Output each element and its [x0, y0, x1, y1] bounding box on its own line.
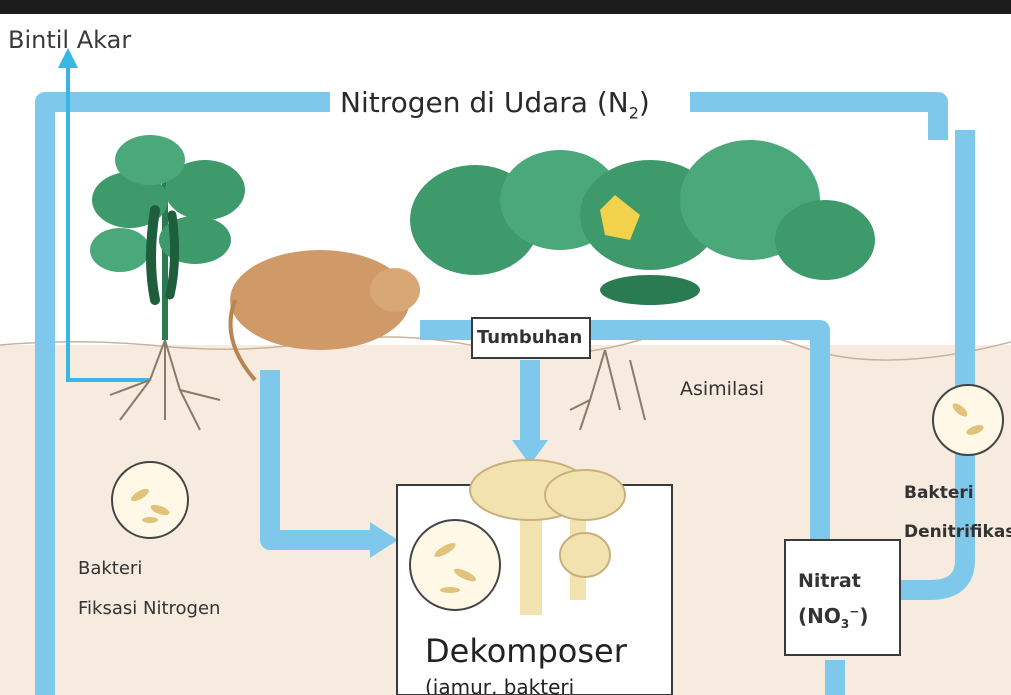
label-nitrat-formula: (NO3−)	[798, 604, 868, 631]
label-nitrogen-udara: Nitrogen di Udara (N2)	[340, 86, 650, 123]
label-tumbuhan: Tumbuhan	[477, 327, 582, 348]
bacteria-circle-icon-denitrifikasi	[933, 385, 1003, 455]
nitrat-box	[785, 540, 900, 655]
label-bakteri-fiksasi-2: Fiksasi Nitrogen	[78, 598, 220, 619]
label-dekomposer: Dekomposer	[425, 632, 627, 670]
label-bakteri-denit-2: Denitrifikasi	[904, 522, 1011, 542]
nitrat-sub: 3	[841, 617, 849, 631]
nitrat-open: (NO	[798, 604, 841, 628]
bacteria-circle-icon-fiksasi	[112, 462, 188, 538]
flow-top-right	[690, 102, 938, 140]
bacteria-circle-icon-dekomposer	[410, 520, 500, 610]
nitrat-close: )	[859, 604, 868, 628]
label-asimilasi: Asimilasi	[680, 378, 764, 400]
pepper-plant-icon	[90, 135, 245, 340]
nitrogen-title: Nitrogen di Udara (N	[340, 86, 629, 119]
label-bakteri-denit-1: Bakteri	[904, 483, 974, 503]
label-bintil-akar: Bintil Akar	[8, 26, 131, 54]
label-bakteri-fiksasi-1: Bakteri	[78, 558, 142, 579]
label-nitrat: Nitrat	[798, 570, 861, 592]
nitrat-sup: −	[849, 604, 859, 618]
label-dekomposer-sub: (jamur, bakteri	[425, 675, 574, 695]
top-bar	[0, 0, 1011, 14]
nitrogen-close: )	[639, 86, 650, 119]
nitrogen-sub: 2	[629, 104, 639, 123]
pumpkin-plant-icon	[410, 140, 875, 305]
